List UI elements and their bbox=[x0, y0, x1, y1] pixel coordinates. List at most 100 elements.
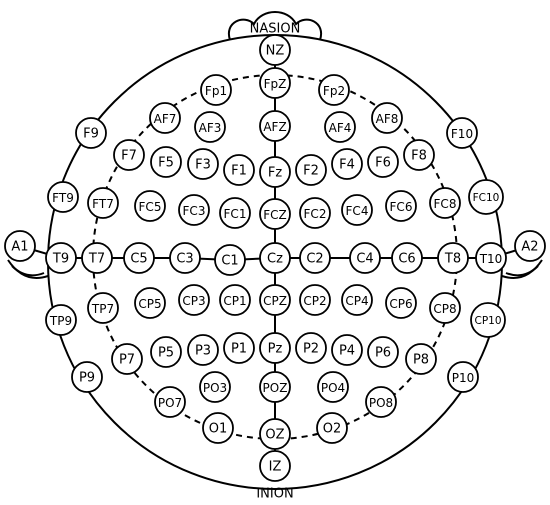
electrode-label: TP9 bbox=[49, 314, 72, 328]
electrode-circle bbox=[259, 418, 291, 450]
electrode-circle bbox=[447, 361, 479, 393]
electrode-label: AF3 bbox=[199, 121, 222, 135]
electrode-circle bbox=[202, 412, 234, 444]
electrode-circle bbox=[259, 156, 291, 188]
electrode-circle bbox=[75, 117, 107, 149]
electrode-tp9: TP9 bbox=[45, 304, 77, 336]
electrode-label: A1 bbox=[11, 240, 28, 255]
electrode-af3: AF3 bbox=[194, 111, 226, 143]
electrode-label: FC3 bbox=[183, 204, 206, 218]
electrode-circle bbox=[259, 371, 291, 403]
electrode-fc8: FC8 bbox=[429, 187, 461, 219]
electrode-circle bbox=[349, 242, 381, 274]
electrode-circle bbox=[385, 190, 417, 222]
electrode-circle bbox=[187, 334, 219, 366]
electrode-circle bbox=[316, 412, 348, 444]
electrode-label: T9 bbox=[52, 252, 69, 267]
electrode-circle bbox=[113, 139, 145, 171]
electrode-c1: C1 bbox=[214, 244, 246, 276]
electrode-label: P2 bbox=[303, 342, 319, 357]
electrode-label: F3 bbox=[195, 158, 211, 173]
electrode-circle bbox=[219, 197, 251, 229]
electrode-cp1: CP1 bbox=[219, 284, 251, 316]
electrode-fc6: FC6 bbox=[385, 190, 417, 222]
electrode-circle bbox=[111, 343, 143, 375]
electrode-circle bbox=[134, 190, 166, 222]
electrode-label: Cz bbox=[267, 252, 283, 267]
electrode-c3: C3 bbox=[169, 242, 201, 274]
electrode-circle bbox=[178, 194, 210, 226]
electrode-fc1: FC1 bbox=[219, 197, 251, 229]
electrode-label: F5 bbox=[158, 156, 174, 171]
electrode-fc5: FC5 bbox=[134, 190, 166, 222]
electrode-cp6: CP6 bbox=[385, 287, 417, 319]
electrode-a2: A2 bbox=[514, 230, 546, 262]
electrode-circle bbox=[259, 450, 291, 482]
electrode-o2: O2 bbox=[316, 412, 348, 444]
electrode-label: CP8 bbox=[433, 302, 456, 316]
electrode-label: FC10 bbox=[473, 192, 500, 204]
electrode-circle bbox=[259, 34, 291, 66]
electrode-po4: PO4 bbox=[317, 371, 349, 403]
electrode-label: Fz bbox=[268, 166, 282, 181]
electrode-p8: P8 bbox=[405, 343, 437, 375]
electrode-label: FCZ bbox=[263, 208, 287, 222]
electrode-circle bbox=[514, 230, 546, 262]
electrode-label: C1 bbox=[221, 254, 238, 269]
electrode-fp2: Fp2 bbox=[318, 74, 350, 106]
electrode-circle bbox=[87, 187, 119, 219]
electrode-oz: OZ bbox=[259, 418, 291, 450]
electrode-label: C5 bbox=[130, 252, 147, 267]
electrode-circle bbox=[365, 386, 397, 418]
electrode-ft7: FT7 bbox=[87, 187, 119, 219]
electrode-circle bbox=[259, 284, 291, 316]
electrode-circle bbox=[214, 244, 246, 276]
electrode-f8: F8 bbox=[403, 139, 435, 171]
electrode-circle bbox=[367, 336, 399, 368]
electrode-t10: T10 bbox=[475, 242, 507, 274]
electrode-label: FC2 bbox=[304, 207, 327, 221]
electrode-circle bbox=[199, 371, 231, 403]
electrode-circle bbox=[194, 111, 226, 143]
electrode-label: T10 bbox=[479, 252, 503, 266]
electrode-fc10: FC10 bbox=[468, 179, 504, 215]
electrode-po7: PO7 bbox=[154, 386, 186, 418]
electrode-tp7: TP7 bbox=[87, 292, 119, 324]
electrode-c6: C6 bbox=[391, 242, 423, 274]
electrode-label: CP10 bbox=[474, 315, 501, 327]
electrode-circle bbox=[259, 332, 291, 364]
electrode-circle bbox=[331, 148, 363, 180]
electrode-circle bbox=[259, 67, 291, 99]
electrode-label: F6 bbox=[375, 156, 391, 171]
electrode-circle bbox=[429, 187, 461, 219]
electrode-circle bbox=[405, 343, 437, 375]
electrode-label: C4 bbox=[356, 252, 373, 267]
electrode-label: FC4 bbox=[346, 204, 369, 218]
electrode-label: Pz bbox=[268, 342, 283, 357]
electrode-p3: P3 bbox=[187, 334, 219, 366]
electrode-a1: A1 bbox=[4, 230, 36, 262]
right-ear bbox=[501, 259, 543, 279]
electrode-circle bbox=[150, 336, 182, 368]
electrode-t7: T7 bbox=[81, 242, 113, 274]
electrode-label: F1 bbox=[231, 164, 247, 179]
electrode-ft9: FT9 bbox=[47, 181, 79, 213]
electrode-circle bbox=[178, 284, 210, 316]
electrode-o1: O1 bbox=[202, 412, 234, 444]
electrode-label: T7 bbox=[88, 252, 105, 267]
electrode-label: CP4 bbox=[345, 294, 368, 308]
electrode-c2: C2 bbox=[299, 242, 331, 274]
electrode-p1: P1 bbox=[223, 332, 255, 364]
electrode-label: F4 bbox=[339, 158, 355, 173]
electrode-po3: PO3 bbox=[199, 371, 231, 403]
electrode-circle bbox=[299, 284, 331, 316]
electrode-circle bbox=[391, 242, 423, 274]
electrode-cpz: CPZ bbox=[259, 284, 291, 316]
electrode-label: O2 bbox=[323, 422, 342, 437]
electrode-label: IZ bbox=[269, 460, 282, 475]
electrode-label: A2 bbox=[521, 240, 538, 255]
electrode-label: F9 bbox=[83, 127, 99, 142]
electrode-label: F8 bbox=[411, 149, 427, 164]
electrode-label: FC5 bbox=[139, 200, 162, 214]
